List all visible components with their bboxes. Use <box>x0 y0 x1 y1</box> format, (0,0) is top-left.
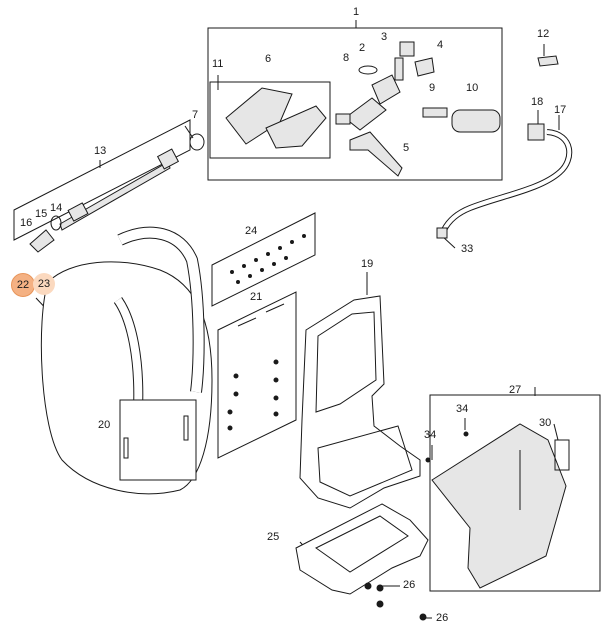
callout-19[interactable]: 19 <box>361 258 374 270</box>
base-tray-25 <box>295 503 429 595</box>
callout-18[interactable]: 18 <box>531 96 544 108</box>
callout-6[interactable]: 6 <box>265 53 272 65</box>
callout-26-upper[interactable]: 26 <box>403 579 416 591</box>
nozzle-part-14 <box>67 202 89 222</box>
callout-12[interactable]: 12 <box>537 28 550 40</box>
plug-12 <box>537 55 559 67</box>
callout-16[interactable]: 16 <box>20 217 33 229</box>
callout-8[interactable]: 8 <box>343 52 350 64</box>
o-ring-8 <box>358 65 378 75</box>
nut-18 <box>527 123 545 141</box>
callout-15[interactable]: 15 <box>35 208 48 220</box>
backpack-frame-19 <box>299 295 421 509</box>
callout-9[interactable]: 9 <box>429 82 436 94</box>
callout-1[interactable]: 1 <box>353 6 360 18</box>
pump-housing-6 <box>225 87 327 149</box>
seal-15 <box>50 215 62 231</box>
group-box-6 <box>209 81 331 159</box>
group-box-24 <box>211 212 316 307</box>
callout-3[interactable]: 3 <box>381 31 388 43</box>
screw-34b <box>425 457 431 463</box>
callout-4[interactable]: 4 <box>437 39 444 51</box>
callout-33[interactable]: 33 <box>461 243 474 255</box>
callout-10[interactable]: 10 <box>466 82 479 94</box>
screw-set-21 <box>227 303 285 431</box>
callout-34-upper[interactable]: 34 <box>456 403 469 415</box>
callout-34-lower[interactable]: 34 <box>424 429 437 441</box>
group-box-13 <box>13 119 191 241</box>
fastener-set-24 <box>230 234 306 284</box>
callout-5[interactable]: 5 <box>403 142 410 154</box>
callout-30[interactable]: 30 <box>539 417 552 429</box>
callout-7[interactable]: 7 <box>192 109 199 121</box>
backpack-tank-20 <box>40 226 213 495</box>
callout-26-lower[interactable]: 26 <box>436 612 449 624</box>
callout-20[interactable]: 20 <box>98 419 111 431</box>
cartridge-10 <box>451 109 501 133</box>
screw-34a <box>463 431 469 437</box>
clamp-33 <box>436 227 448 239</box>
screws-26 <box>364 582 427 621</box>
group-box-21 <box>217 291 297 459</box>
valve-assembly <box>335 41 435 177</box>
side-cover-27 <box>431 423 567 589</box>
callout-17[interactable]: 17 <box>554 104 567 116</box>
callout-11[interactable]: 11 <box>212 58 224 70</box>
ring-7 <box>189 133 205 151</box>
callout-14[interactable]: 14 <box>50 202 63 214</box>
callout-22-highlighted[interactable]: 22 <box>11 273 35 297</box>
callout-25[interactable]: 25 <box>267 531 280 543</box>
group-box-1 <box>207 27 503 181</box>
group-box-27 <box>429 394 601 592</box>
callout-27[interactable]: 27 <box>509 384 522 396</box>
callout-23-highlighted[interactable]: 23 <box>33 273 55 295</box>
callout-13[interactable]: 13 <box>94 145 107 157</box>
connector-9 <box>422 107 448 118</box>
nozzle-tip-16 <box>29 229 55 253</box>
callout-2[interactable]: 2 <box>359 42 366 54</box>
callout-21[interactable]: 21 <box>250 291 263 303</box>
callout-24[interactable]: 24 <box>245 225 258 237</box>
label-30 <box>554 439 570 471</box>
